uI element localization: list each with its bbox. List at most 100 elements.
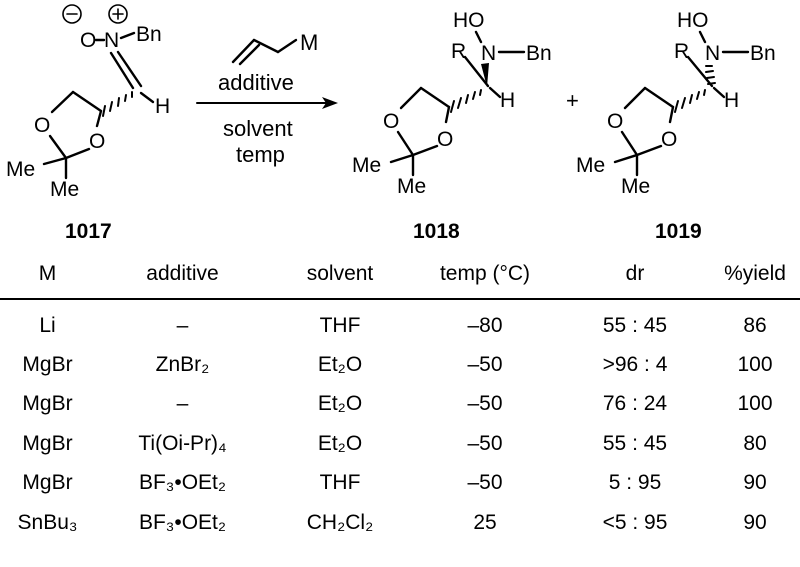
table-row: MgBr – Et₂O –50 76 : 24 100 <box>0 385 800 424</box>
bond <box>686 55 714 88</box>
bond <box>488 86 502 99</box>
cell-additive: – <box>176 392 189 416</box>
bond <box>643 86 675 109</box>
bond <box>698 30 707 44</box>
plus-sign: + <box>566 88 579 113</box>
bond <box>139 91 155 104</box>
bond <box>635 144 663 157</box>
atom-label: Me <box>6 158 35 181</box>
bond <box>474 30 483 44</box>
table-header-row: M additive solvent temp (°C) dr %yield <box>0 262 800 300</box>
cell-dr: 55 : 45 <box>602 313 668 337</box>
header-solvent: solvent <box>270 262 410 300</box>
cell-yield: 100 <box>737 353 773 377</box>
atom-label: Me <box>621 175 650 198</box>
bond <box>419 86 451 109</box>
cell-m: SnBu₃ <box>17 510 78 534</box>
condition-solvent: solvent <box>223 116 293 141</box>
bond <box>444 105 451 124</box>
cell-additive: BF₃•OEt₂ <box>138 510 227 534</box>
bond <box>252 38 280 54</box>
bond <box>389 153 415 164</box>
compound-1019: HO R N Bn H O O Me Me <box>576 9 776 243</box>
atom-label: N <box>705 42 720 65</box>
atom-label: Me <box>576 154 605 177</box>
cell-dr: >96 : 4 <box>602 353 668 377</box>
cell-solvent: CH₂Cl₂ <box>306 510 374 534</box>
results-table: M additive solvent temp (°C) dr %yield L… <box>0 262 800 542</box>
reaction-scheme: O N Bn H O O Me Me 1017 <box>6 4 776 243</box>
positive-charge-icon <box>108 4 128 24</box>
cell-yield: 86 <box>743 313 767 337</box>
atom-label: Bn <box>750 42 776 65</box>
bond <box>623 86 647 110</box>
cell-yield: 100 <box>737 392 773 416</box>
cell-solvent: Et₂O <box>317 353 363 377</box>
bond <box>411 144 439 157</box>
atom-label: R <box>674 40 689 63</box>
cell-additive: BF₃•OEt₂ <box>138 471 227 495</box>
cell-additive: – <box>176 313 189 337</box>
condition-temp: temp <box>236 142 285 167</box>
bond <box>64 147 91 160</box>
bond <box>620 130 639 157</box>
cell-dr: 5 : 95 <box>608 471 662 495</box>
atom-label: Me <box>397 175 426 198</box>
atom-label: Bn <box>136 23 162 46</box>
cell-temp: –50 <box>467 471 503 495</box>
negative-charge-icon <box>62 4 82 24</box>
cell-dr: <5 : 95 <box>602 510 668 534</box>
atom-label: Bn <box>526 42 552 65</box>
cell-dr: 55 : 45 <box>602 431 668 455</box>
cell-temp: –50 <box>467 392 503 416</box>
condition-additive: additive <box>218 70 294 95</box>
bond <box>712 86 726 99</box>
atom-label: O <box>383 110 399 133</box>
bond <box>119 31 136 40</box>
compound-number: 1019 <box>655 220 702 243</box>
atom-label: H <box>500 89 515 112</box>
bond <box>71 90 103 113</box>
bond <box>50 90 75 114</box>
cell-dr: 76 : 24 <box>602 392 668 416</box>
hashed-wedge-bond <box>705 65 716 85</box>
header-m: M <box>0 262 95 300</box>
cell-solvent: Et₂O <box>317 431 363 455</box>
bond <box>42 156 68 166</box>
hashed-wedge-bond <box>102 91 133 117</box>
cell-solvent: THF <box>319 471 361 495</box>
atom-label: O <box>607 110 623 133</box>
bond <box>396 130 415 157</box>
atom-label: H <box>724 89 739 112</box>
bond <box>238 43 261 66</box>
header-temp: temp (°C) <box>410 262 560 300</box>
atom-label: R <box>451 40 466 63</box>
compound-number: 1017 <box>65 220 112 243</box>
atom-label: O <box>437 128 453 151</box>
atom-label: Me <box>50 178 79 201</box>
atom-label: H <box>155 95 170 118</box>
atom-label: Me <box>352 154 381 177</box>
cell-m: MgBr <box>22 353 73 377</box>
cell-temp: –80 <box>467 313 503 337</box>
cell-m: Li <box>39 313 56 337</box>
cell-m: MgBr <box>22 471 73 495</box>
cell-yield: 80 <box>743 431 767 455</box>
cell-solvent: THF <box>319 313 361 337</box>
atom-label: O <box>80 29 96 52</box>
compound-1017: O N Bn H O O Me Me 1017 <box>6 4 170 243</box>
bond <box>463 55 490 88</box>
atom-label: O <box>89 130 105 153</box>
cell-yield: 90 <box>743 471 767 495</box>
header-dr: dr <box>560 262 710 300</box>
atom-label: HO <box>677 9 709 32</box>
atom-label: O <box>661 128 677 151</box>
table-row: MgBr ZnBr₂ Et₂O –50 >96 : 4 100 <box>0 345 800 384</box>
bond <box>399 86 423 110</box>
cell-temp: –50 <box>467 431 503 455</box>
table-row: SnBu₃ BF₃•OEt₂ CH₂Cl₂ 25 <5 : 95 90 <box>0 503 800 542</box>
wedge-bond <box>481 63 489 87</box>
atom-label: O <box>34 114 50 137</box>
bond <box>109 51 135 90</box>
table-row: MgBr Ti(Oi-Pr)₄ Et₂O –50 55 : 45 80 <box>0 424 800 463</box>
